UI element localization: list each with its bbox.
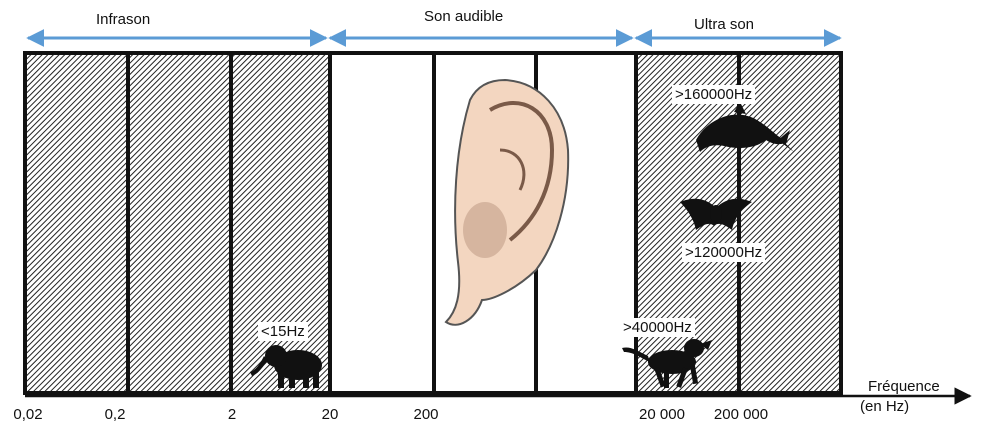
- tick-label: 2: [228, 406, 236, 423]
- axis-unit: (en Hz): [860, 398, 909, 415]
- dog-frequency-label: >40000Hz: [620, 318, 695, 337]
- infrasound-label: Infrason: [96, 11, 150, 28]
- axis-label: Fréquence: [868, 378, 940, 395]
- dolphin-frequency-label: >160000Hz: [672, 85, 755, 104]
- tick-label: 20: [322, 406, 339, 423]
- tick-label: 200: [413, 406, 438, 423]
- tick-label: 0,2: [105, 406, 126, 423]
- ultrasound-label: Ultra son: [694, 16, 754, 33]
- infrasound-region: [25, 53, 329, 393]
- elephant-frequency-label: <15Hz: [258, 322, 308, 341]
- tick-label: 20 000: [639, 406, 685, 423]
- tick-label: 200 000: [714, 406, 768, 423]
- tick-label: 0,02: [13, 406, 42, 423]
- audible-label: Son audible: [424, 8, 503, 25]
- bat-frequency-label: >120000Hz: [682, 243, 765, 262]
